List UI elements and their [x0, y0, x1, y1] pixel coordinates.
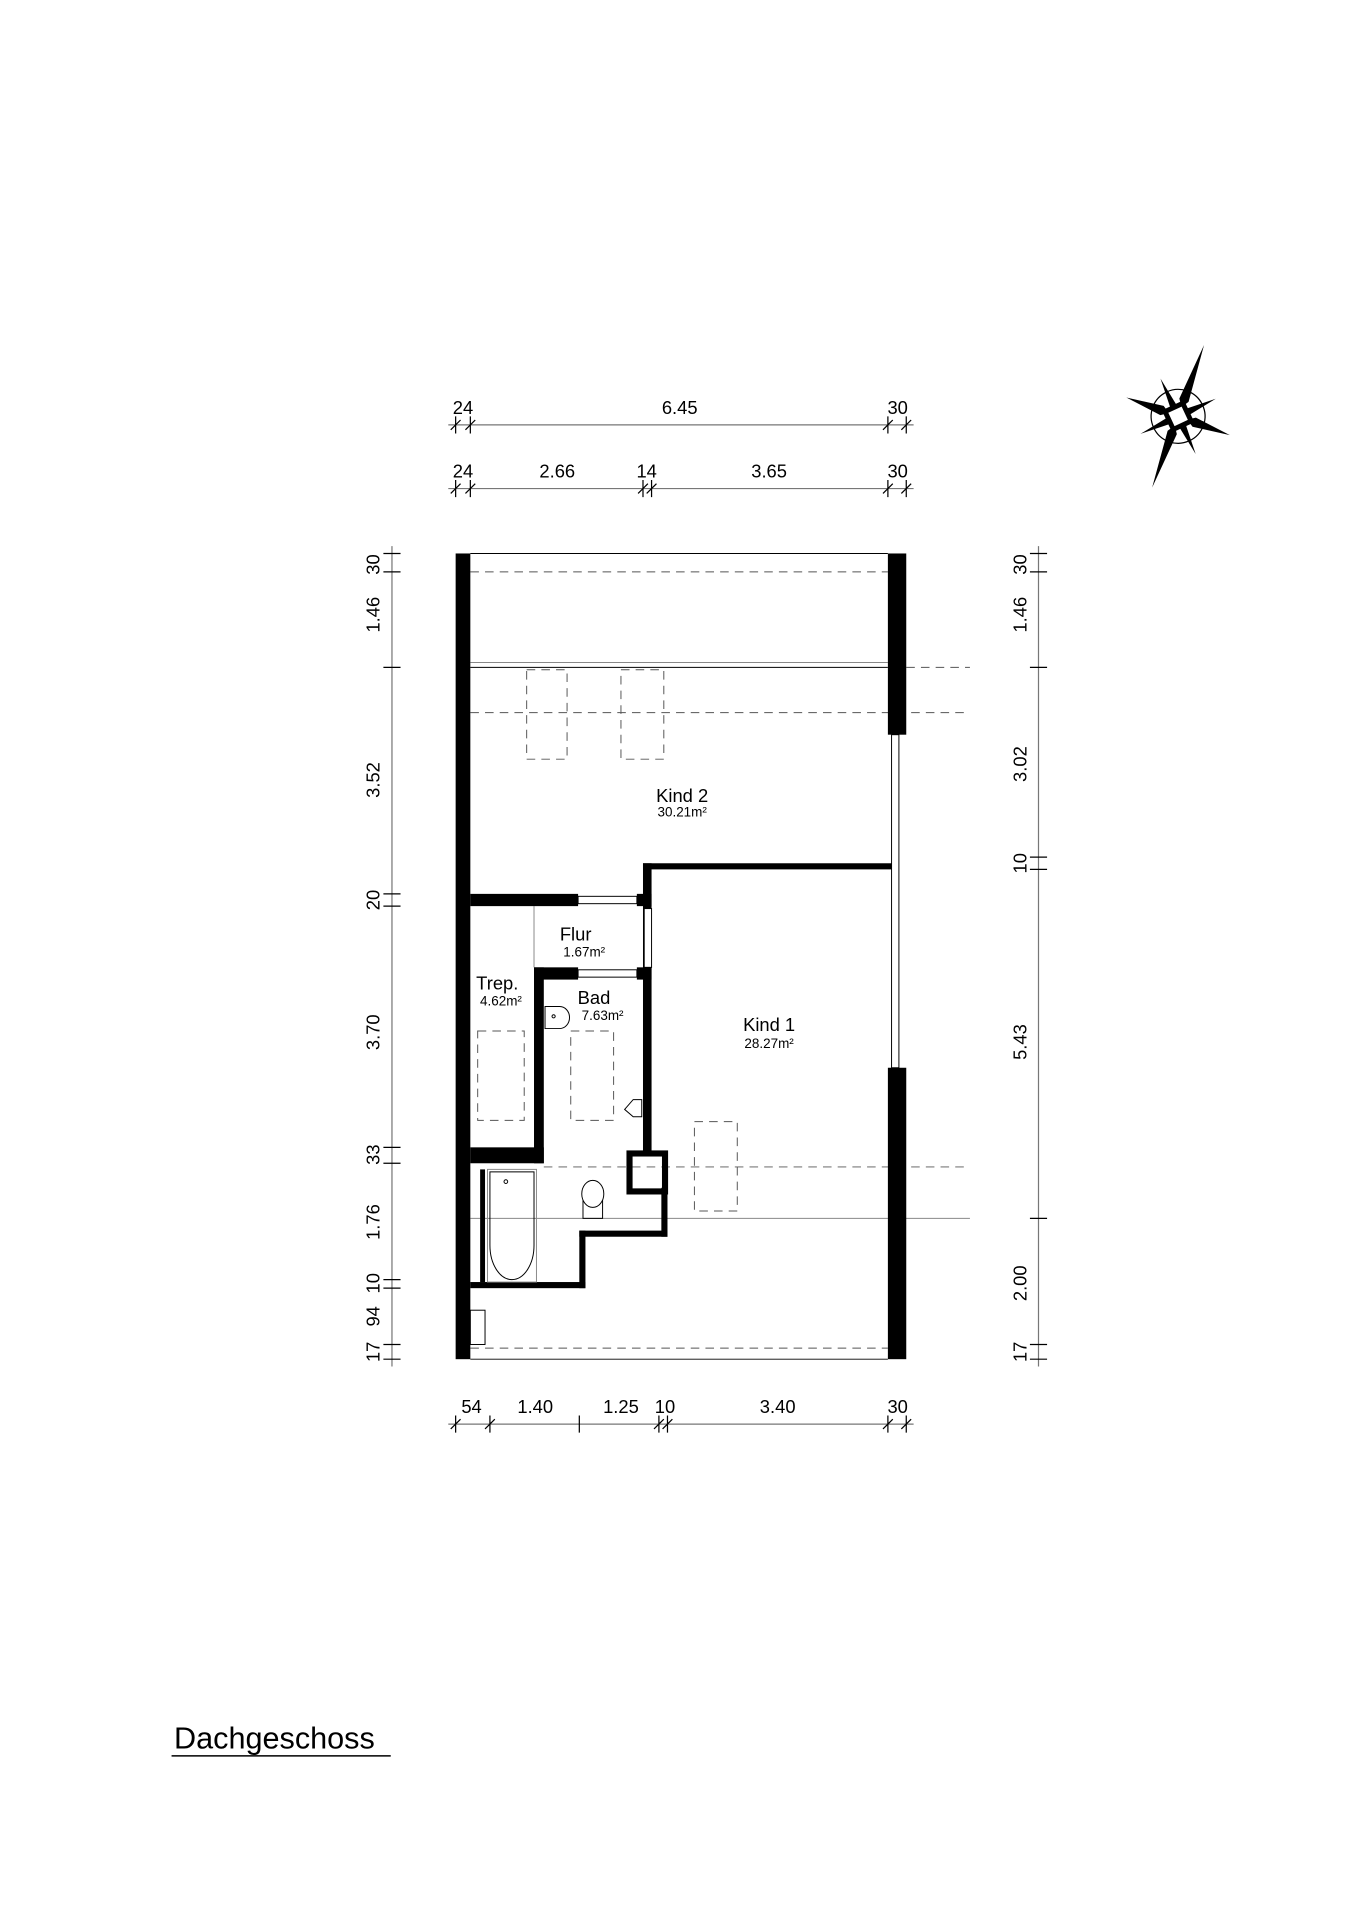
chimney: [626, 1150, 669, 1195]
room-area-bad: 7.63m²: [582, 1008, 624, 1023]
room-area-kind1: 28.27m²: [744, 1036, 794, 1051]
dim-label: 1.46: [363, 597, 384, 633]
skylight: [570, 1030, 615, 1121]
bottom-dimension: 54 1.40 1.25 10 3.40 30: [448, 1396, 914, 1433]
dim-label: 30: [887, 1396, 907, 1417]
plan-title: Dachgeschoss: [174, 1722, 375, 1756]
dim-label: 3.40: [760, 1396, 796, 1417]
dim-label: 17: [1009, 1342, 1030, 1362]
dim-label: 24: [453, 397, 473, 418]
dim-label: 3.52: [363, 762, 384, 798]
top-dimension-overall: 24 6.45 30: [448, 397, 914, 434]
dim-label: 10: [363, 1273, 384, 1293]
right-dimension: 30 1.46 3.02 10 5.43 2.00 17: [1009, 546, 1048, 1367]
room-area-flur: 1.67m²: [563, 944, 605, 959]
dim-label: 3.65: [751, 461, 787, 482]
room-name-trep: Trep.: [476, 972, 518, 993]
dim-label: 1.25: [603, 1396, 639, 1417]
room-area-trep: 4.62m²: [480, 993, 522, 1008]
dim-label: 94: [363, 1306, 384, 1326]
dim-label: 1.76: [363, 1204, 384, 1240]
room-name-kind2: Kind 2: [656, 785, 708, 806]
skylight: [620, 669, 665, 760]
room-area-kind2: 30.21m²: [657, 805, 707, 820]
dim-label: 10: [1009, 853, 1030, 873]
dim-label: 30: [363, 554, 384, 574]
room-name-flur: Flur: [560, 923, 592, 944]
walls: [455, 553, 907, 1360]
dim-label: 5.43: [1009, 1024, 1030, 1060]
skylights: [477, 669, 738, 1212]
dim-label: 3.70: [363, 1014, 384, 1050]
compass-rose-icon: S W N O: [1126, 344, 1230, 488]
toilet: [581, 1179, 605, 1208]
door: [643, 908, 653, 968]
dim-label: 1.40: [517, 1396, 553, 1417]
door: [577, 895, 638, 905]
dim-label: 17: [363, 1342, 384, 1362]
dim-label: 1.46: [1009, 597, 1030, 633]
openings: [469, 734, 900, 1345]
dim-label: 6.45: [662, 397, 698, 418]
dim-label: 33: [363, 1144, 384, 1164]
basin: [623, 1099, 643, 1118]
room-name-bad: Bad: [578, 987, 611, 1008]
room-name-kind1: Kind 1: [743, 1014, 795, 1035]
dim-label: 30: [887, 397, 907, 418]
svg-text:N: N: [1165, 430, 1177, 444]
sink: [544, 1006, 570, 1030]
dim-label: 54: [461, 1396, 481, 1417]
window: [891, 734, 900, 1069]
dim-label: 30: [887, 461, 907, 482]
dim-label: 2.00: [1009, 1265, 1030, 1301]
bathtub: [489, 1171, 535, 1281]
dim-label: 2.66: [539, 461, 575, 482]
room-labels: Kind 2 30.21m² Flur 1.67m² Trep. 4.62m² …: [476, 785, 795, 1051]
dim-label: 24: [453, 461, 473, 482]
left-dimension: 30 1.46 3.52 20 3.70 33 1.76 10 94 17: [363, 546, 401, 1367]
skylight: [693, 1121, 738, 1212]
fixtures: [486, 1006, 643, 1283]
dim-label: 20: [363, 890, 384, 910]
dim-label: 14: [636, 461, 656, 482]
svg-text:S: S: [1179, 393, 1190, 407]
door: [577, 969, 638, 978]
svg-text:W: W: [1190, 417, 1204, 432]
top-dimension-detail: 24 2.66 14 3.65 30: [448, 461, 914, 498]
skylight: [477, 1030, 525, 1121]
skylight: [526, 669, 568, 760]
dim-label: 30: [1009, 554, 1030, 574]
dim-label: 10: [655, 1396, 675, 1417]
dim-label: 3.02: [1009, 746, 1030, 782]
